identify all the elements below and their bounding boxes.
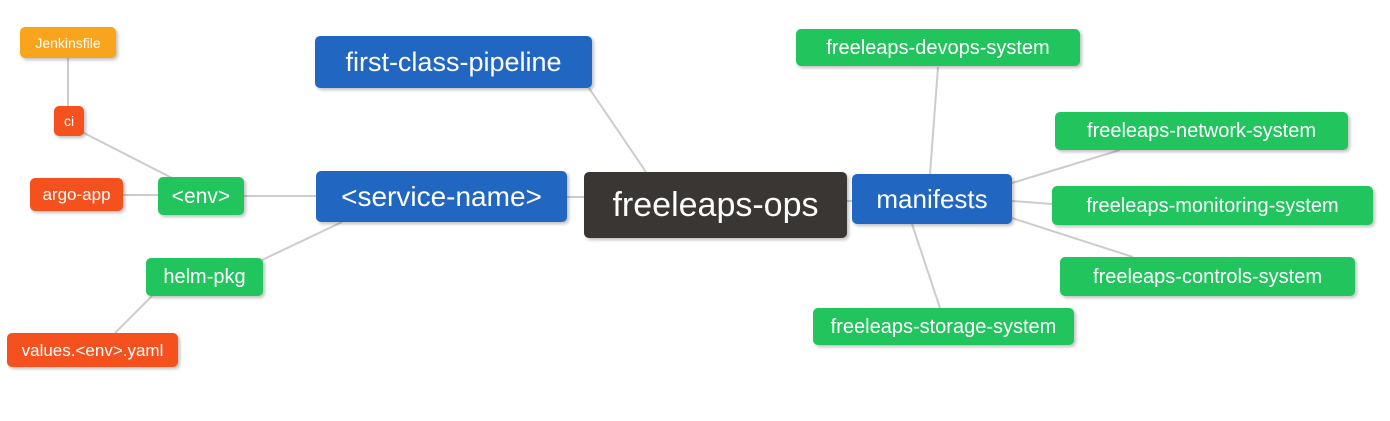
node-label: ci	[63, 113, 75, 129]
node-env[interactable]: <env>	[158, 177, 244, 215]
edge-first-class-pipeline-to-freeleaps-ops	[588, 87, 647, 173]
edge-helm-pkg-to-service-name	[261, 221, 343, 261]
node-label: freeleaps-devops-system	[826, 36, 1050, 59]
edge-manifests-to-devops-system	[929, 66, 939, 175]
node-label: helm-pkg	[163, 266, 246, 288]
node-label: <service-name>	[341, 180, 542, 212]
node-monitoring-system[interactable]: freeleaps-monitoring-system	[1052, 186, 1373, 225]
node-devops-system[interactable]: freeleaps-devops-system	[796, 29, 1080, 66]
node-label: freeleaps-network-system	[1087, 120, 1316, 142]
node-network-system[interactable]: freeleaps-network-system	[1055, 112, 1348, 150]
node-label: manifests	[876, 184, 988, 214]
node-label: freeleaps-ops	[612, 186, 819, 224]
edge-values-env-yaml-to-helm-pkg	[114, 295, 153, 334]
node-label: freeleaps-controls-system	[1093, 265, 1322, 288]
edge-manifests-to-network-system	[1011, 149, 1121, 184]
node-jenkinsfile[interactable]: Jenkinsfile	[20, 27, 116, 58]
node-label: freeleaps-monitoring-system	[1086, 194, 1339, 217]
node-manifests[interactable]: manifests	[852, 174, 1012, 224]
node-helm-pkg[interactable]: helm-pkg	[146, 258, 263, 296]
edge-manifests-to-monitoring-system	[1011, 200, 1053, 205]
node-freeleaps-ops[interactable]: freeleaps-ops	[584, 172, 847, 238]
node-label: <env>	[171, 184, 231, 208]
node-argo-app[interactable]: argo-app	[30, 178, 123, 211]
node-values-env-yaml[interactable]: values.<env>.yaml	[7, 333, 178, 367]
node-label: first-class-pipeline	[345, 46, 562, 77]
node-storage-system[interactable]: freeleaps-storage-system	[813, 308, 1074, 345]
edge-manifests-to-storage-system	[911, 223, 941, 309]
edge-ci-to-env	[81, 131, 173, 179]
node-label: freeleaps-storage-system	[830, 315, 1057, 338]
node-first-class-pipeline[interactable]: first-class-pipeline	[315, 36, 592, 88]
node-label: argo-app	[42, 185, 111, 204]
node-service-name[interactable]: <service-name>	[316, 171, 567, 222]
node-label: Jenkinsfile	[35, 34, 101, 51]
node-label: values.<env>.yaml	[21, 340, 164, 360]
node-ci[interactable]: ci	[54, 106, 84, 136]
node-controls-system[interactable]: freeleaps-controls-system	[1060, 257, 1355, 296]
